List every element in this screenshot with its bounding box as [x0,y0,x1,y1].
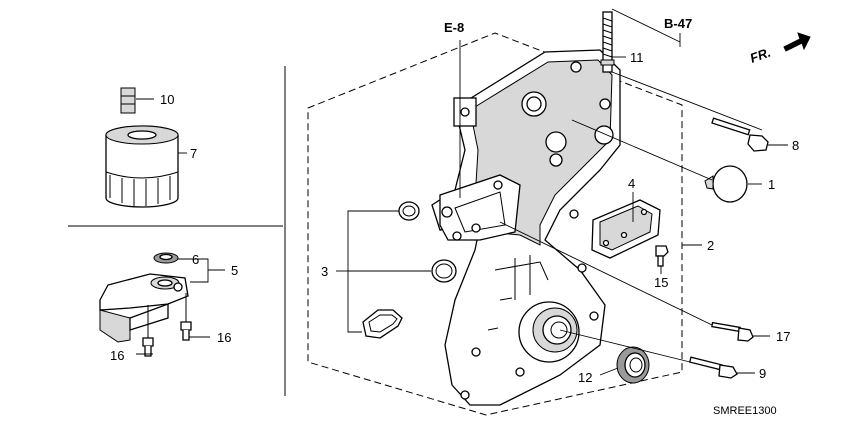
chain-case [431,40,621,406]
callout-17: 17 [776,329,790,344]
callout-labels: 10 7 6 5 16 16 3 11 8 1 4 2 15 17 9 12 E… [110,16,799,417]
assembly-boundary [307,32,683,416]
callout-1: 1 [768,177,775,192]
leader-lines [136,8,788,376]
solenoid-valve-assembly [99,252,192,357]
callout-16b: 16 [217,330,231,345]
front-label: FR. [748,45,773,66]
reference-b47: B-47 [664,16,692,31]
bolt-10 [688,356,738,379]
reference-e8: E-8 [444,20,464,35]
callout-11: 11 [630,50,644,65]
oil-filter [105,87,179,208]
callout-10: 9 [759,366,766,381]
flange-bolt-8 [711,117,769,152]
cover-gasket [591,199,661,259]
callout-5: 5 [231,263,238,278]
front-direction-indicator: FR. [748,32,811,66]
callout-8: 8 [792,138,799,153]
stud-bolt [600,11,615,73]
o-rings [362,201,457,339]
callout-6: 6 [192,252,199,267]
panel-separators [68,66,286,396]
callout-2: 2 [707,238,714,253]
callout-16a: 16 [110,348,124,363]
callout-12: 12 [578,370,592,385]
callout-9: 10 [160,92,174,107]
callout-15: 15 [654,275,668,290]
callout-7: 7 [190,146,197,161]
bolt-17 [711,321,754,342]
bolt-15 [655,245,669,267]
oil-seal [616,346,650,384]
diagram-code: SMREE1300 [713,405,777,417]
callout-4: 4 [628,176,635,191]
callout-3: 3 [321,264,328,279]
cap [704,165,748,203]
